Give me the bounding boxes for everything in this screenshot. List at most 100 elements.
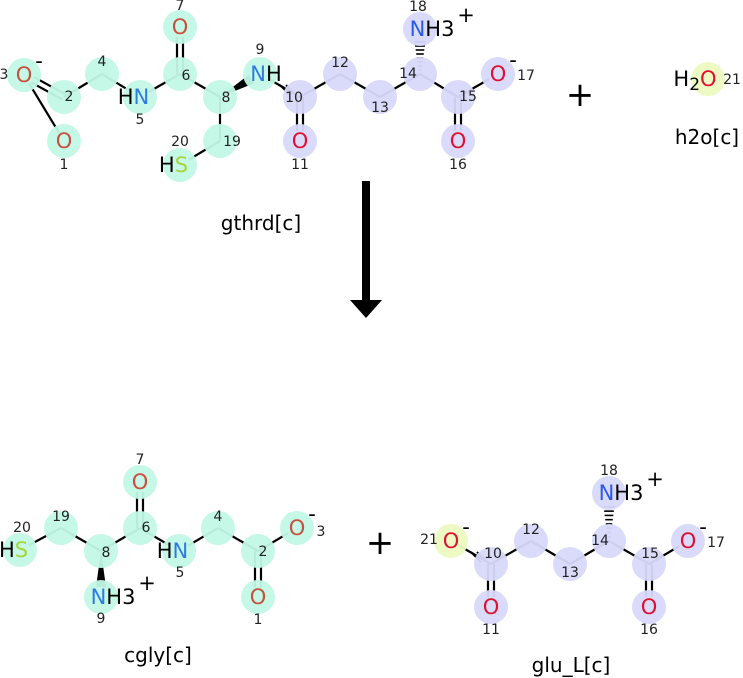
atom-highlight — [201, 511, 235, 545]
molecule-name-gthrd: gthrd[c] — [221, 211, 301, 235]
atom-number: 10 — [484, 546, 502, 562]
atom-highlight — [474, 590, 508, 624]
atom-number: 16 — [449, 157, 467, 173]
atom-number: 9 — [256, 42, 265, 58]
atom-number: 15 — [459, 89, 477, 105]
atom-highlight — [241, 534, 275, 568]
reaction-arrow-shaft — [362, 181, 370, 301]
atom-number: 17 — [517, 68, 535, 84]
atom-number: 12 — [522, 522, 540, 538]
atom-highlight — [283, 124, 317, 158]
atom-label-o: O — [289, 516, 306, 540]
atom-highlight — [632, 547, 666, 581]
atom-number: 21 — [420, 532, 438, 548]
atom-label-o: O — [292, 129, 309, 153]
atom-number: 20 — [171, 134, 189, 150]
atom-highlight — [441, 124, 475, 158]
atom-number: 14 — [399, 66, 417, 82]
atom-number: 21 — [723, 72, 741, 88]
atom-highlight — [84, 580, 118, 614]
atom-number: 11 — [291, 157, 309, 173]
charge-label: + — [646, 467, 664, 491]
atom-highlight — [123, 511, 157, 545]
atom-highlight — [514, 524, 548, 558]
atom-highlight — [280, 511, 314, 545]
atom-highlight — [691, 62, 725, 96]
atom-label-o: O — [132, 470, 149, 494]
atom-label-o: O — [56, 129, 73, 153]
atom-number: 15 — [641, 546, 659, 562]
atom-number: 16 — [640, 622, 658, 638]
atom-label-o: O — [16, 63, 33, 87]
atom-label-n: NH3 — [410, 17, 455, 41]
charge-label: + — [138, 571, 156, 595]
atom-highlight — [123, 465, 157, 499]
atom-highlight — [241, 580, 275, 614]
atom-label-o: O — [172, 15, 189, 39]
atom-highlight — [441, 80, 475, 114]
atom-number: 8 — [222, 90, 231, 106]
atom-number: 13 — [561, 565, 579, 581]
atom-number: 9 — [97, 611, 106, 627]
atom-highlight — [163, 148, 197, 182]
plus-sign-products: + — [366, 523, 395, 563]
charge-label: - — [35, 49, 43, 73]
atom-label-o: O — [443, 529, 460, 553]
single-bond — [28, 82, 60, 134]
atom-label-o: O — [250, 585, 267, 609]
atom-highlight — [163, 10, 197, 44]
atom-number: 11 — [482, 622, 500, 638]
atom-label-s: HS — [159, 153, 188, 177]
atom-highlight — [592, 524, 626, 558]
atom-label-n: HN — [118, 85, 150, 109]
atom-number: 7 — [176, 0, 185, 14]
atom-number: 12 — [331, 55, 349, 71]
atom-highlight — [203, 124, 237, 158]
atom-number: 17 — [707, 535, 725, 551]
atom-number: 18 — [600, 463, 618, 479]
plus-sign-reactants: + — [566, 75, 595, 115]
atom-highlight — [553, 547, 587, 581]
wedge-bond — [96, 551, 106, 587]
atom-highlight — [7, 58, 41, 92]
atom-number: 5 — [176, 565, 185, 581]
atom-highlight — [323, 57, 357, 91]
atom-label-n: NH3 — [91, 585, 136, 609]
atom-number: 1 — [254, 612, 263, 628]
atom-number: 2 — [259, 544, 268, 560]
atom-label-n: NH3 — [599, 481, 644, 505]
atom-highlight — [434, 524, 468, 558]
atom-highlight — [47, 124, 81, 158]
molecule-name-h2o: h2o[c] — [675, 125, 739, 149]
atom-highlight — [283, 80, 317, 114]
atom-number: 19 — [223, 134, 241, 150]
atom-label-o: O — [483, 595, 500, 619]
atom-highlight — [84, 534, 118, 568]
atom-number: 8 — [102, 545, 111, 561]
atom-number: 4 — [214, 509, 223, 525]
atom-number: 3 — [317, 524, 326, 540]
atom-highlight — [85, 57, 119, 91]
atom-number: 19 — [52, 509, 70, 525]
atom-number: 3 — [0, 67, 8, 83]
atom-highlight — [44, 511, 78, 545]
atom-highlight — [403, 57, 437, 91]
charge-label: - — [462, 515, 470, 539]
atom-number: 6 — [182, 68, 191, 84]
atom-label-n: HN — [157, 539, 189, 563]
atom-label-o: O — [680, 529, 697, 553]
atom-highlight — [243, 57, 277, 91]
atom-highlight — [671, 524, 705, 558]
atom-label-o: O — [641, 595, 658, 619]
atom-highlight — [162, 534, 196, 568]
atom-label-o: H2O — [673, 67, 716, 95]
atom-highlight — [474, 547, 508, 581]
molecule-name-cgly: cgly[c] — [124, 643, 192, 667]
atom-highlight — [47, 80, 81, 114]
atom-label-n: NH — [250, 62, 282, 86]
atom-number: 6 — [142, 520, 151, 536]
atom-highlight — [123, 80, 157, 114]
atom-number: 18 — [409, 0, 427, 15]
charge-label: + — [457, 3, 475, 27]
